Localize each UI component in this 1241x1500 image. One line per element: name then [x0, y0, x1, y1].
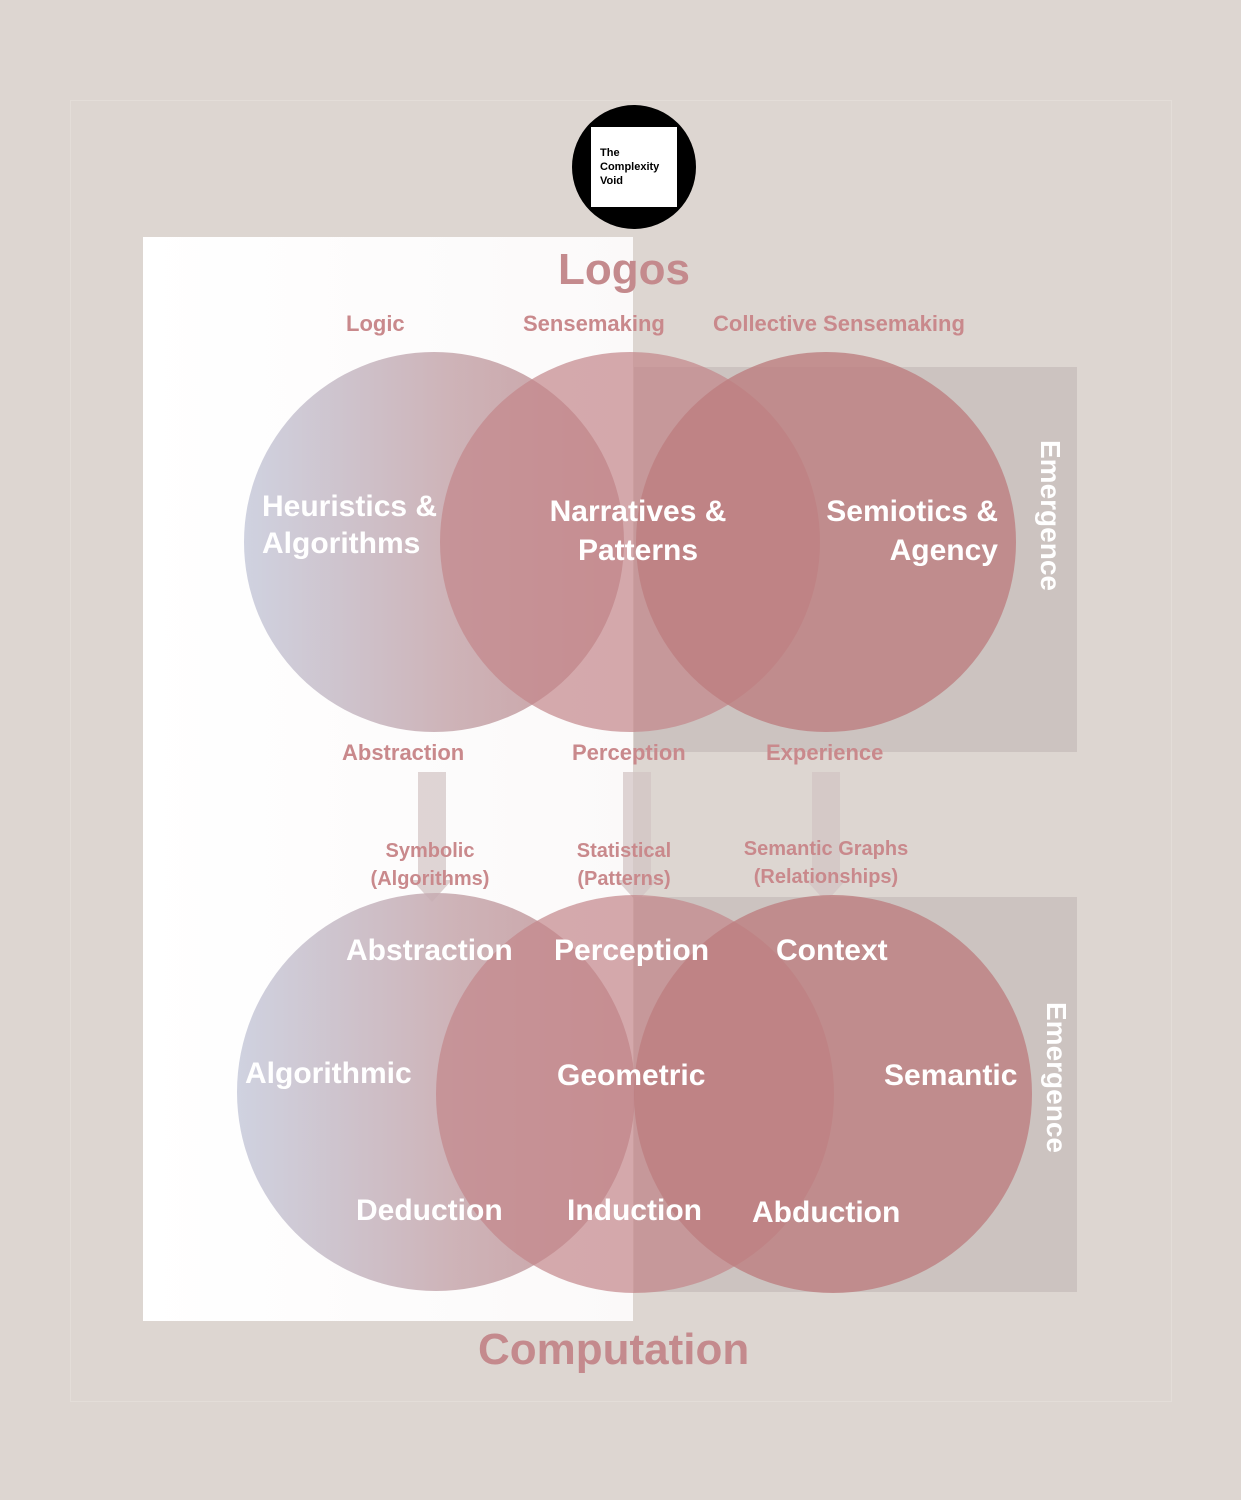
circle-bottom-right — [634, 895, 1032, 1293]
text-algorithms: Algorithms — [262, 527, 421, 560]
logo-line-2: Complexity — [600, 161, 660, 173]
outer-frame — [70, 100, 1172, 1402]
text-deduction: Deduction — [356, 1194, 503, 1227]
label-experience: Experience — [766, 740, 884, 765]
text-geometric: Geometric — [557, 1059, 706, 1092]
emergence-label-top: Emergence — [1035, 440, 1066, 591]
label-perception: Perception — [572, 740, 686, 765]
text-statistical-patterns: (Patterns) — [577, 868, 671, 890]
text-abstraction: Abstraction — [346, 934, 513, 967]
heading-computation: Computation — [478, 1325, 750, 1374]
text-narratives: Narratives & — [549, 495, 727, 528]
logo-line-3: Void — [600, 175, 624, 187]
arrow-shaft-abstraction — [418, 772, 446, 880]
text-symbolic: Symbolic — [385, 840, 475, 862]
text-context: Context — [776, 934, 888, 967]
text-agency: Agency — [889, 534, 998, 567]
circle-top-right — [636, 352, 1016, 732]
label-statistical: Statistical (Patterns) — [554, 837, 694, 893]
text-semantic-graphs: Semantic Graphs — [743, 838, 909, 860]
label-sensemaking: Sensemaking — [523, 311, 665, 336]
arrow-shaft-experience — [812, 772, 840, 880]
text-semiotics-agency: Semiotics & Agency — [800, 492, 998, 570]
text-semantic: Semantic — [884, 1059, 1018, 1092]
label-abstraction: Abstraction — [342, 740, 465, 765]
text-narratives-patterns: Narratives & Patterns — [538, 492, 738, 570]
text-abduction: Abduction — [752, 1196, 901, 1229]
text-relationships: (Relationships) — [753, 866, 899, 888]
label-logic: Logic — [346, 311, 405, 336]
arrow-shaft-perception — [623, 772, 651, 880]
text-induction: Induction — [567, 1194, 702, 1227]
text-statistical: Statistical — [576, 840, 672, 862]
label-collective-sensemaking: Collective Sensemaking — [713, 311, 965, 336]
text-patterns: Patterns — [577, 534, 699, 567]
label-semantic-graphs: Semantic Graphs (Relationships) — [726, 835, 926, 891]
logo-square: The Complexity Void — [591, 127, 677, 207]
emergence-label-bottom: Emergence — [1041, 1002, 1072, 1153]
text-semiotics: Semiotics & — [826, 495, 998, 528]
text-perception: Perception — [554, 934, 710, 967]
logo-line-1: The — [600, 147, 620, 159]
heading-logos: Logos — [558, 245, 690, 294]
text-heuristics-algorithms: Heuristics & Algorithms — [262, 488, 437, 562]
label-symbolic: Symbolic (Algorithms) — [360, 837, 500, 893]
text-symbolic-algorithms: (Algorithms) — [370, 868, 490, 890]
text-heuristics: Heuristics & — [262, 490, 438, 523]
complexity-void-logo: The Complexity Void — [572, 105, 696, 229]
text-algorithmic: Algorithmic — [245, 1057, 412, 1090]
